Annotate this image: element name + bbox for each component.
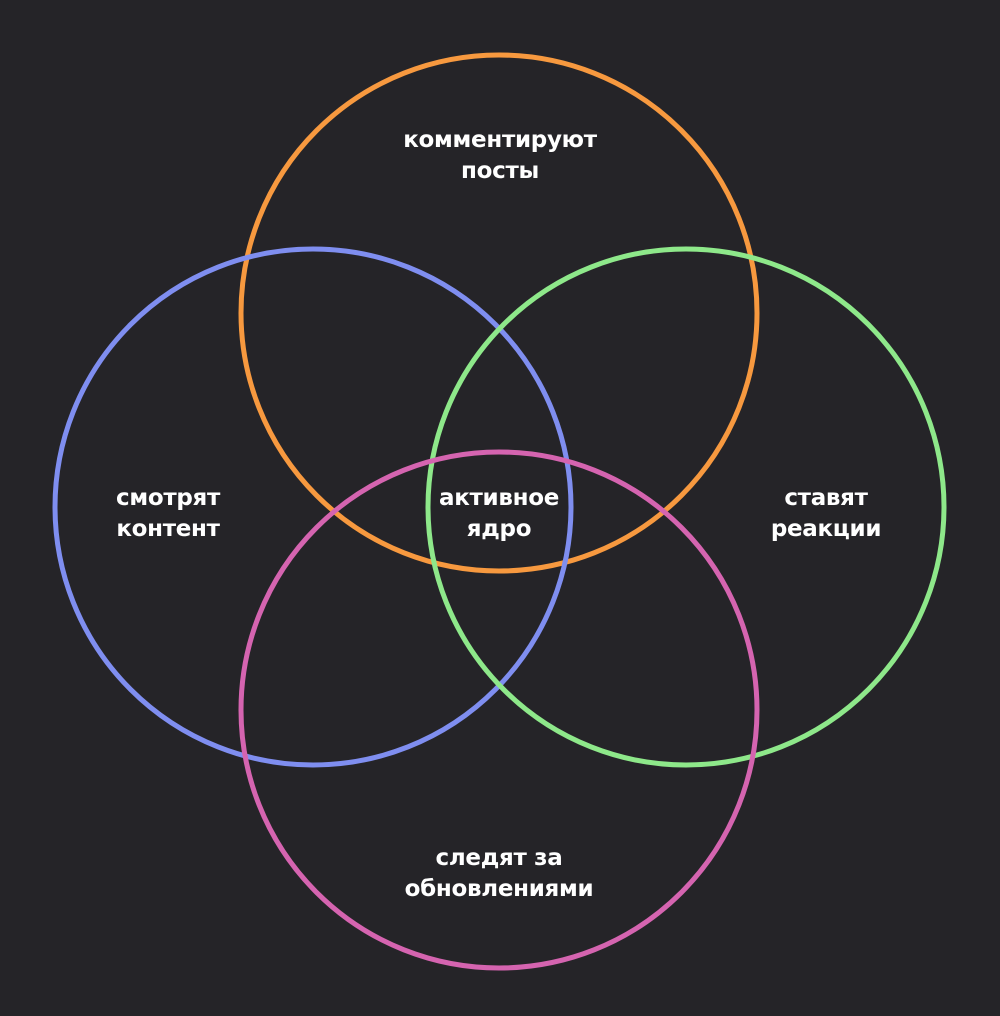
label-view: смотрят контент xyxy=(38,483,298,545)
circle-view xyxy=(52,246,574,768)
label-line: активное xyxy=(438,485,560,511)
label-line: следят за xyxy=(435,845,563,871)
label-core: активное ядро xyxy=(369,483,629,545)
label-line: ядро xyxy=(466,516,532,542)
label-line: посты xyxy=(461,158,539,184)
circle-comment xyxy=(238,52,760,574)
label-line: реакции xyxy=(770,516,882,542)
label-react: ставят реакции xyxy=(696,483,956,545)
circle-react xyxy=(425,246,947,768)
label-line: обновлениями xyxy=(404,876,594,902)
circle-follow xyxy=(238,449,760,971)
label-line: ставят xyxy=(784,485,868,511)
label-line: контент xyxy=(116,516,220,542)
label-follow: следят за обновлениями xyxy=(369,843,629,905)
label-line: комментируют xyxy=(403,127,597,153)
label-comment: комментируют посты xyxy=(370,125,630,187)
label-line: смотрят xyxy=(115,485,221,511)
